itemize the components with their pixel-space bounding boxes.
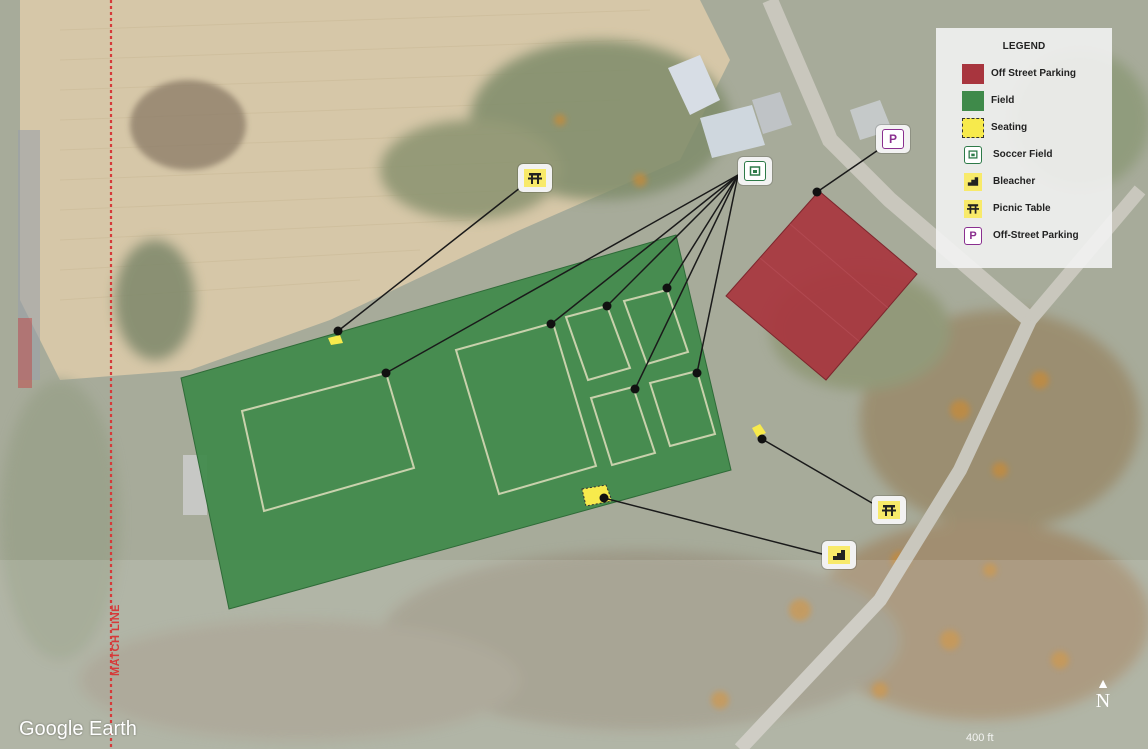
legend-item-picnic-table: Picnic Table xyxy=(962,195,1102,222)
picnic-table-icon xyxy=(878,501,900,519)
picnic-table-marker[interactable] xyxy=(518,164,552,192)
soccer-field-icon xyxy=(964,145,982,164)
picnic-table-icon xyxy=(964,199,982,218)
north-label: N xyxy=(1095,690,1111,712)
off-street-parking-area[interactable] xyxy=(725,190,918,381)
bleacher-marker[interactable] xyxy=(822,541,856,569)
parking-area-swatch xyxy=(962,63,984,84)
picnic-table-marker[interactable] xyxy=(872,496,906,524)
legend-label: Field xyxy=(991,95,1015,106)
google-earth-watermark: Google Earth xyxy=(19,718,137,740)
callout-anchor-dots xyxy=(333,187,822,503)
north-arrow-icon: ▲ xyxy=(1096,675,1110,691)
legend-item-bleacher: Bleacher xyxy=(962,168,1102,195)
legend-item-off-street-parking: Off Street Parking xyxy=(962,60,1102,87)
scale-bar-label: 400 ft xyxy=(966,732,994,744)
legend-item-seating: Seating xyxy=(962,114,1102,141)
match-line-label: MATCH LINE xyxy=(110,603,122,677)
legend-title: LEGEND xyxy=(1002,41,1046,52)
off-street-parking-marker[interactable]: P xyxy=(876,125,910,153)
soccer-field-marker[interactable] xyxy=(738,157,772,185)
legend-item-soccer-field: Soccer Field xyxy=(962,141,1102,168)
field-swatch xyxy=(962,90,984,111)
field-area[interactable] xyxy=(180,234,732,610)
seating-area[interactable] xyxy=(752,424,766,437)
bleacher-icon xyxy=(828,546,850,564)
seating-swatch xyxy=(962,117,984,138)
legend-label: Picnic Table xyxy=(993,203,1051,214)
legend-label: Off-Street Parking xyxy=(993,230,1079,241)
legend-label: Off Street Parking xyxy=(991,68,1077,79)
seating-area[interactable] xyxy=(328,335,343,345)
parking-p-icon: P xyxy=(882,129,904,149)
soccer-field-icon xyxy=(744,161,766,181)
bleacher-icon xyxy=(964,172,982,191)
legend-label: Soccer Field xyxy=(993,149,1053,160)
legend-item-field: Field xyxy=(962,87,1102,114)
north-arrow: ▲ N xyxy=(1091,676,1115,712)
map-legend: LEGEND Off Street Parking Field Seating … xyxy=(936,28,1112,268)
soccer-pitch-lines xyxy=(240,288,717,513)
legend-label: Bleacher xyxy=(993,176,1036,187)
callout-leader-lines xyxy=(337,145,885,555)
legend-item-off-street-parking-p: P Off-Street Parking xyxy=(962,222,1102,249)
legend-label: Seating xyxy=(991,122,1028,133)
parking-p-icon: P xyxy=(964,226,982,245)
picnic-table-icon xyxy=(524,169,546,187)
